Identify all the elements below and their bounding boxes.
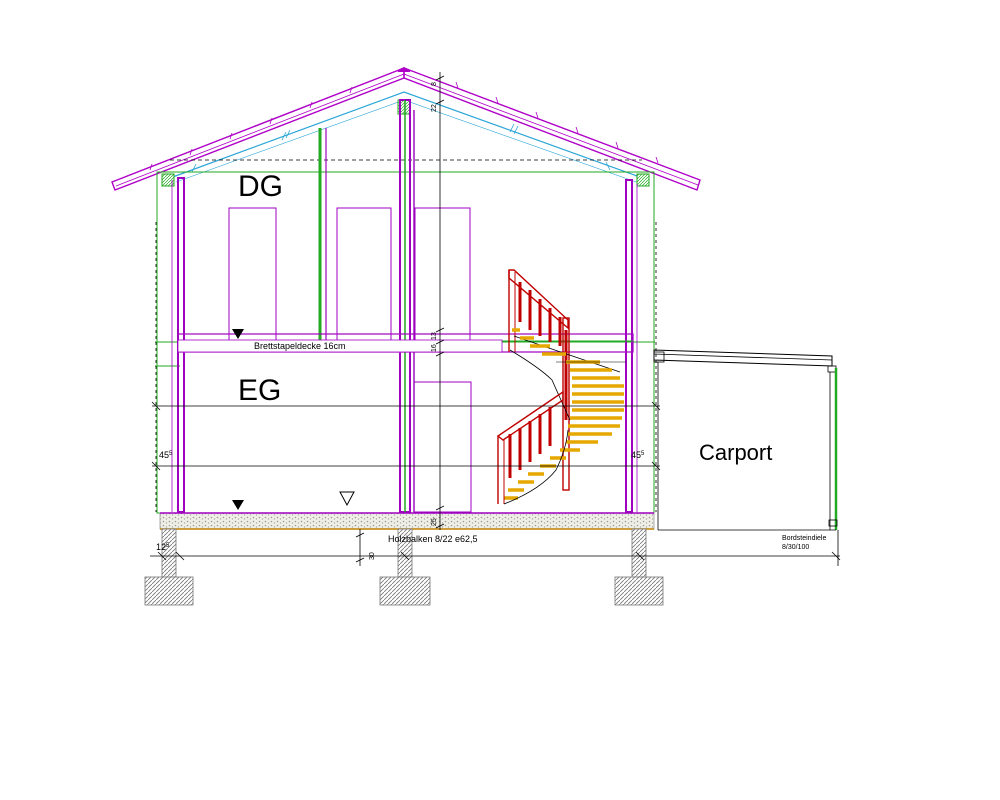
- roof-battens: [149, 81, 659, 171]
- dim-footing-offset: 12: [156, 542, 166, 552]
- dim-slab-a: 13: [431, 332, 438, 340]
- intermediate-slab: Brettstapeldecke 16cm: [177, 329, 634, 353]
- dim-right-overhang-sup: 5: [641, 451, 645, 457]
- floor-label-dg: DG: [238, 170, 283, 203]
- stair-lower-rail: [496, 390, 564, 441]
- footing-center: [379, 576, 431, 606]
- floor-label-eg: EG: [238, 374, 281, 407]
- pier-right: [631, 528, 647, 578]
- dim-ridge-b: 22: [431, 104, 438, 112]
- curb-label-1: Bordsteindiele: [782, 535, 826, 542]
- footing-left: [144, 576, 194, 606]
- level-marker-eg-open: [339, 491, 355, 507]
- dimension-lines: [150, 72, 841, 566]
- ground-floor-structure: Holzbalken 8/22 e62,5: [144, 491, 664, 606]
- dim-floor: 25: [431, 518, 438, 526]
- staircase: [496, 269, 626, 505]
- dim-slab-b: 16: [431, 344, 438, 352]
- dim-right-overhang: 45: [631, 450, 641, 460]
- dg-door-2: [336, 207, 392, 343]
- left-purlin: [161, 173, 175, 187]
- dim-left-overhang-sup: 5: [169, 451, 173, 457]
- beam-label: Holzbalken 8/22 e62,5: [388, 534, 478, 544]
- dg-door-3: [414, 207, 471, 343]
- curb-label-2: 8/30/100: [782, 544, 809, 551]
- dimension-texts: 455 455 125 8 22 13 16 25 30: [156, 82, 645, 560]
- svg-text:125: 125: [156, 542, 170, 552]
- carport-roof: [653, 349, 833, 367]
- rafter-insulation: [169, 91, 649, 181]
- right-purlin: [636, 173, 650, 187]
- right-exterior-wall: [625, 179, 633, 513]
- dg-door-1: [228, 207, 277, 343]
- dim-footing-offset-sup: 5: [166, 543, 170, 549]
- slab-label: Brettstapeldecke 16cm: [254, 341, 346, 351]
- svg-text:455: 455: [631, 450, 645, 460]
- ridge-cap: [397, 67, 411, 73]
- roof-right-slope: [403, 66, 701, 191]
- eg-door: [413, 381, 472, 513]
- pier-left: [161, 528, 177, 578]
- level-marker-dg: [232, 329, 244, 339]
- carport-label: Carport: [699, 440, 772, 465]
- dim-beam-depth: 30: [369, 552, 376, 560]
- svg-text:455: 455: [159, 450, 173, 460]
- dim-left-overhang: 45: [159, 450, 169, 460]
- dim-ridge-a: 8: [431, 82, 438, 86]
- footing-right: [614, 576, 664, 606]
- carport: Carport Bordsteindiele 8/30/100: [653, 349, 838, 551]
- ground-floor-slab: [159, 512, 655, 530]
- level-marker-eg: [232, 500, 244, 510]
